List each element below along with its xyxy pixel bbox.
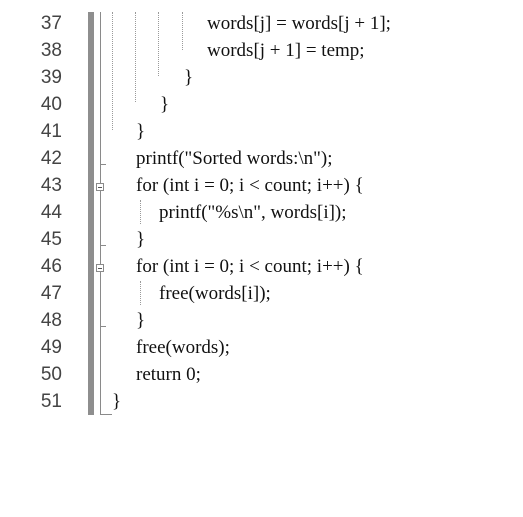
code-line[interactable]: free(words); (136, 337, 230, 358)
indent-guide (135, 12, 136, 102)
line-number: 51 (40, 391, 62, 412)
line-number: 38 (40, 40, 62, 61)
line-number: 49 (40, 337, 62, 358)
line-number: 43 (40, 175, 62, 196)
outline-tick (100, 164, 106, 165)
line-number: 45 (40, 229, 62, 250)
outline-line (100, 12, 101, 414)
outline-tick (100, 326, 106, 327)
code-line[interactable]: } (160, 94, 170, 115)
outline-tick (100, 414, 112, 415)
indent-guide (158, 12, 159, 76)
line-number: 37 (40, 13, 62, 34)
line-number: 40 (40, 94, 62, 115)
line-number: 42 (40, 148, 62, 169)
indent-guide (140, 200, 141, 224)
line-number: 41 (40, 121, 62, 142)
code-line[interactable]: } (136, 121, 146, 142)
code-line[interactable]: } (136, 310, 146, 331)
code-line[interactable]: for (int i = 0; i < count; i++) { (136, 256, 364, 277)
line-number: 48 (40, 310, 62, 331)
code-line[interactable]: printf("Sorted words:\n"); (136, 148, 333, 169)
code-line[interactable]: for (int i = 0; i < count; i++) { (136, 175, 364, 196)
code-line[interactable]: return 0; (136, 364, 201, 385)
code-line[interactable]: } (112, 391, 122, 412)
code-line[interactable]: } (136, 229, 146, 250)
code-line[interactable]: } (184, 67, 194, 88)
code-line[interactable]: words[j + 1] = temp; (207, 40, 365, 61)
code-line[interactable]: words[j] = words[j + 1]; (207, 13, 391, 34)
indent-guide (140, 281, 141, 305)
line-number-gutter: 37 38 39 40 41 42 43 44 45 46 47 48 49 5… (0, 0, 90, 517)
code-line[interactable]: free(words[i]); (159, 283, 271, 304)
change-marker-bar (88, 12, 94, 415)
line-number: 44 (40, 202, 62, 223)
line-number: 39 (40, 67, 62, 88)
indent-guide (182, 12, 183, 50)
outline-tick (100, 245, 106, 246)
code-line[interactable]: printf("%s\n", words[i]); (159, 202, 347, 223)
line-number: 50 (40, 364, 62, 385)
collapse-for-loop-icon[interactable] (96, 183, 104, 191)
line-number: 47 (40, 283, 62, 304)
collapse-for-loop-icon[interactable] (96, 264, 104, 272)
indent-guide (112, 12, 113, 130)
line-number: 46 (40, 256, 62, 277)
